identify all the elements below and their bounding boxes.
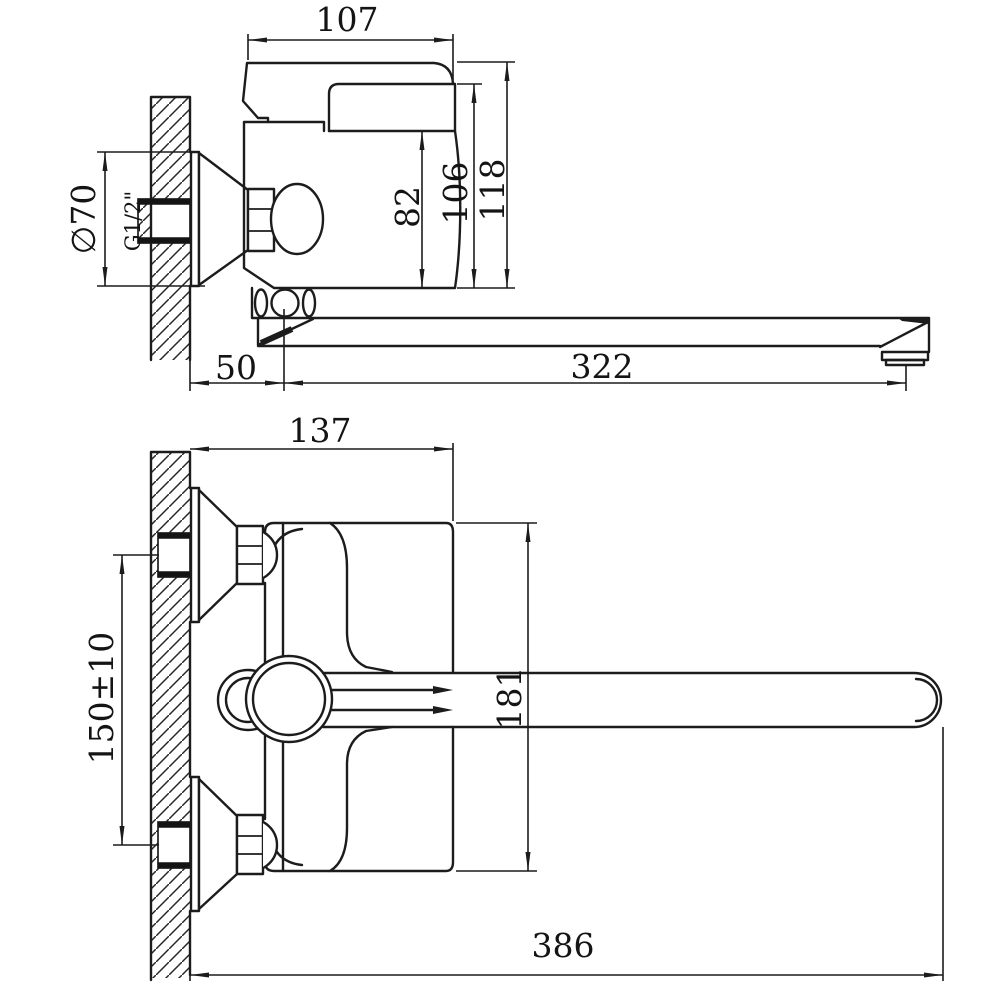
ext-lines-side [97, 34, 907, 391]
diverter-port-right [301, 288, 317, 318]
spout-fork-wedge-bottom [433, 706, 453, 714]
dim-label-181: 181 [490, 667, 529, 730]
dim-label-107: 107 [316, 0, 379, 39]
hex-nut-bottom [235, 813, 265, 876]
dim-label-50: 50 [215, 348, 257, 387]
hex-nut [246, 187, 276, 253]
handle-lever [241, 61, 455, 124]
dim-label-137: 137 [289, 411, 352, 450]
dim-label-322: 322 [571, 347, 634, 386]
dim-label-d70: ∅70 [64, 184, 103, 255]
inlet-pipe-bottom [157, 821, 191, 869]
spout-tip-wedge [898, 318, 929, 324]
aerator-lower [884, 358, 926, 367]
hex-nut-bottom-facets [237, 835, 263, 855]
body-front [263, 521, 455, 873]
dim-label-82: 82 [388, 186, 427, 228]
cartridge-escutcheon [327, 82, 457, 133]
wall-outline-front [149, 450, 192, 982]
side-view-group: 107 82 106 118 ∅70 G1/2" 50 322 [64, 0, 931, 391]
nut-dome-bottom [263, 820, 279, 870]
diverter-port-center [270, 288, 300, 318]
inlet-pipe-threads [138, 199, 190, 243]
ext-lines-front [113, 443, 944, 981]
wall-outline [149, 95, 192, 362]
spout-fork-wedge-top [433, 686, 453, 694]
central-boss-outer [244, 654, 334, 744]
spout-side [250, 286, 931, 354]
spout-fork-lines [330, 688, 442, 712]
dim-label-150: 150±10 [82, 632, 121, 765]
inlet-pipe-bottom-threads [158, 822, 190, 868]
dim-label-386: 386 [532, 926, 595, 965]
escutcheon-cone-top [197, 488, 239, 622]
side-bump-inner [224, 676, 264, 724]
thread-label: G1/2" [121, 191, 145, 251]
nut-dome-top [263, 530, 279, 580]
front-view-group: 137 150±10 181 386 [82, 411, 944, 982]
wall-hatch-front [151, 452, 190, 978]
hex-nut-top-facets [237, 545, 263, 565]
hex-nut-facets [248, 208, 274, 232]
dim-label-118: 118 [473, 159, 512, 222]
spout-front [321, 671, 943, 729]
escutcheon-cone-bottom [197, 777, 239, 911]
diverter-port-left [253, 288, 269, 318]
wall-hatch [138, 97, 190, 360]
valve-boss [269, 182, 325, 256]
escutcheon-cone [197, 151, 250, 287]
dim-label-106: 106 [436, 162, 475, 225]
inlet-pipe-top-threads [158, 533, 190, 577]
faucet-body [242, 120, 462, 290]
inlet-pipe-top [157, 532, 191, 578]
hex-nut-top [235, 524, 265, 586]
central-boss-inner [251, 661, 327, 737]
body-inner-contours [267, 521, 394, 873]
spout-joint-shade [259, 326, 294, 346]
